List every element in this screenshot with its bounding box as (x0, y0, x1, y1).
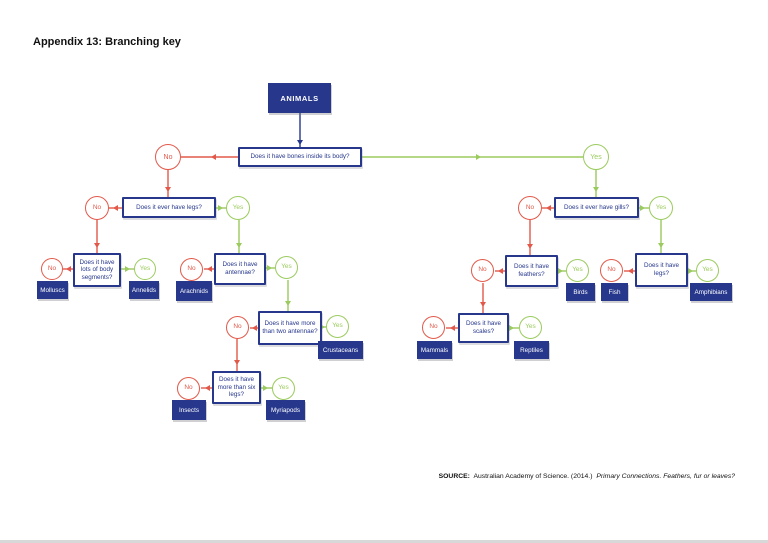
result-box-fish: Fish (601, 283, 628, 301)
no-circle-bones: No (155, 144, 181, 170)
question-box-legs: Does it have legs? (635, 253, 688, 287)
yes-circle-legs: Yes (696, 259, 719, 282)
yes-circle-scales: Yes (519, 316, 542, 339)
question-box-six-legs: Does it have more than six legs? (212, 371, 261, 404)
source-title: Primary Connections. Feathers, fur or le… (596, 473, 735, 480)
result-box-crustaceans: Crustaceans (318, 341, 363, 359)
no-circle-feathers: No (471, 259, 494, 282)
page-title: Appendix 13: Branching key (33, 36, 181, 48)
no-circle-two-antennae: No (226, 316, 249, 339)
result-box-molluscs: Molluscs (37, 281, 68, 299)
question-box-body-segments: Does it have lots of body segments? (73, 253, 121, 287)
result-box-annelids: Annelids (129, 281, 159, 299)
yes-circle-six-legs: Yes (272, 377, 295, 400)
question-box-two-antennae: Does it have more than two antennae? (258, 311, 322, 345)
result-box-mammals: Mammals (417, 341, 452, 359)
result-box-myriapods: Myriapods (266, 400, 305, 420)
result-box-arachnids: Arachnids (176, 281, 212, 301)
no-circle-six-legs: No (177, 377, 200, 400)
yes-circle-bones: Yes (583, 144, 609, 170)
source-note: SOURCE: Australian Academy of Science. (… (439, 473, 737, 480)
yes-circle-body-segments: Yes (134, 258, 156, 280)
no-circle-gills: No (518, 196, 542, 220)
yes-circle-feathers: Yes (566, 259, 589, 282)
yes-circle-ever-legs: Yes (226, 196, 250, 220)
yes-circle-gills: Yes (649, 196, 673, 220)
no-circle-ever-legs: No (85, 196, 109, 220)
result-box-reptiles: Reptiles (514, 341, 549, 359)
root-box-animals: ANIMALS (268, 83, 331, 113)
question-box-ever-legs: Does it ever have legs? (122, 197, 216, 218)
result-box-birds: Birds (566, 283, 595, 301)
source-text: Australian Academy of Science. (2014.) (473, 473, 593, 480)
source-label: SOURCE: (438, 473, 470, 480)
question-box-scales: Does it have scales? (458, 313, 509, 343)
no-circle-body-segments: No (41, 258, 63, 280)
yes-circle-two-antennae: Yes (326, 315, 349, 338)
no-circle-legs: No (600, 259, 623, 282)
yes-circle-antennae: Yes (275, 256, 298, 279)
question-box-bones: Does it have bones inside its body? (238, 147, 362, 167)
result-box-amphibians: Amphibians (690, 283, 732, 301)
no-circle-antennae: No (180, 258, 203, 281)
question-box-gills: Does it ever have gills? (554, 197, 639, 218)
no-circle-scales: No (422, 316, 445, 339)
question-box-antennae: Does it have antennae? (214, 253, 266, 285)
result-box-insects: Insects (172, 400, 206, 420)
question-box-feathers: Does it have feathers? (505, 255, 558, 287)
